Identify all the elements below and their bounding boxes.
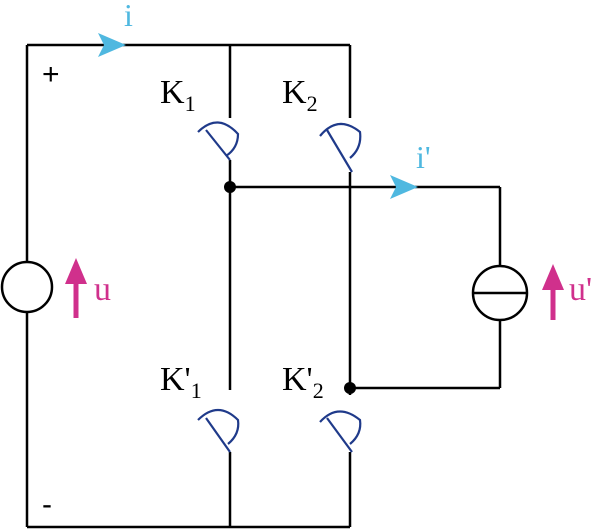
junction-dot-left — [224, 181, 236, 193]
switch-kp1-icon — [197, 408, 240, 453]
junction-dot-right — [344, 382, 356, 394]
current-i-label: i — [124, 0, 133, 33]
switch-k1-icon — [197, 121, 240, 161]
current-i-arrow-icon — [98, 33, 126, 57]
switch-kp2-label: K'2 — [282, 361, 324, 403]
switch-k2-icon — [319, 122, 362, 173]
switch-k1-label: K1 — [160, 74, 196, 116]
voltage-source-icon — [0, 260, 54, 314]
voltage-u-label: u — [94, 271, 111, 308]
voltage-u-prime-label: u' — [569, 271, 592, 308]
switch-kp2-icon — [319, 410, 362, 453]
minus-sign: - — [42, 488, 52, 521]
switch-kp1-label: K'1 — [160, 361, 202, 403]
switch-k2-label: K2 — [282, 74, 318, 116]
plus-sign: + — [42, 58, 60, 91]
voltage-u-prime-arrow-icon — [542, 264, 564, 320]
current-i-prime-arrow-icon — [390, 175, 418, 199]
voltage-u-arrow-icon — [65, 258, 87, 318]
current-i-prime-label: i' — [416, 139, 431, 175]
